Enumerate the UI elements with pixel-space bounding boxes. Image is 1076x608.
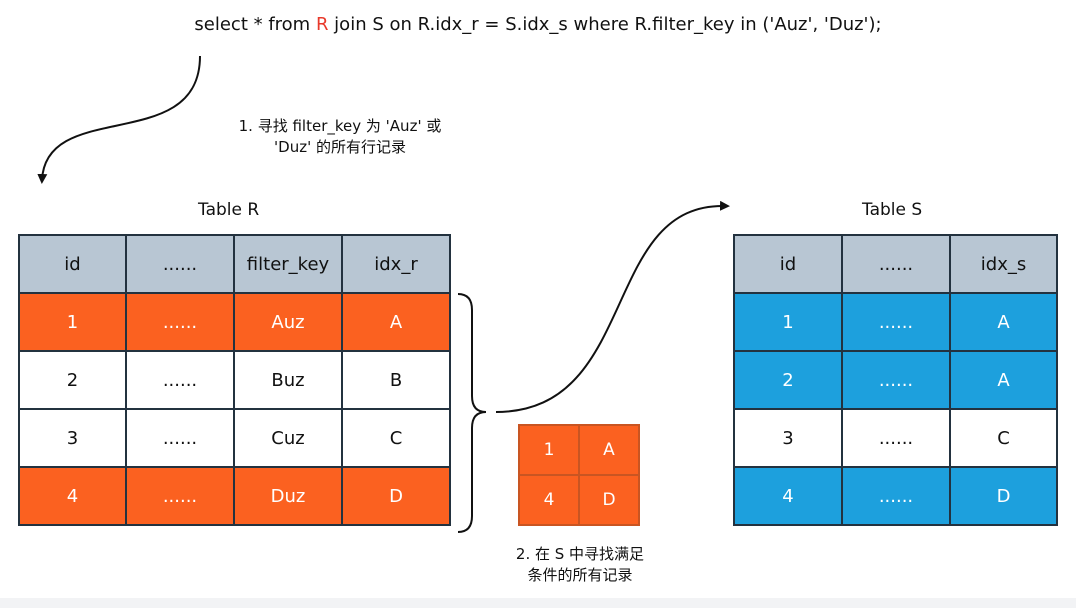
table-r-cell: Buz (233, 350, 343, 410)
table-s-header-cell: ...... (841, 234, 951, 294)
table-r-cell: ...... (125, 466, 235, 526)
table-r-cell: ...... (125, 350, 235, 410)
table-s-row: 2......A (733, 350, 1058, 410)
result-cell: 1 (518, 424, 580, 476)
step-2-note: 2. 在 S 中寻找满足 条件的所有记录 (515, 545, 645, 584)
table-s-row: 3......C (733, 408, 1058, 468)
table-r-cell: ...... (125, 408, 235, 468)
table-r-cell: 1 (18, 292, 127, 352)
table-r-header-cell: id (18, 234, 127, 294)
table-s-header-cell: idx_s (949, 234, 1058, 294)
table-r-cell: 2 (18, 350, 127, 410)
result-cell: A (578, 424, 640, 476)
table-r-cell: A (341, 292, 451, 352)
table-s-cell: ...... (841, 350, 951, 410)
table-s-cell: 4 (733, 466, 843, 526)
bottom-band (0, 598, 1076, 608)
table-s-row: 4......D (733, 466, 1058, 526)
arrow-query-to-table-r (37, 55, 201, 184)
table-r-header-cell: filter_key (233, 234, 343, 294)
table-r-cell: Auz (233, 292, 343, 352)
table-r-cell: B (341, 350, 451, 410)
table-s-title: Table S (862, 200, 923, 220)
step-1-note: 1. 寻找 filter_key 为 'Auz' 或 'Duz' 的所有行记录 (238, 117, 442, 156)
table-s-cell: A (949, 292, 1058, 352)
table-s-cell: ...... (841, 466, 951, 526)
table-s-cell: D (949, 466, 1058, 526)
right-brace (457, 293, 487, 533)
table-r-cell: 3 (18, 408, 127, 468)
table-r-cell: 4 (18, 466, 127, 526)
table-s-header-row: id......idx_s (733, 234, 1058, 294)
table-r-cell: D (341, 466, 451, 526)
table-s-cell: 3 (733, 408, 843, 468)
table-r-cell: Cuz (233, 408, 343, 468)
table-r-header-cell: idx_r (341, 234, 451, 294)
table-s-cell: ...... (841, 408, 951, 468)
table-s-cell: 2 (733, 350, 843, 410)
result-cell: D (578, 474, 640, 526)
table-r-title: Table R (198, 200, 260, 220)
table-s-cell: C (949, 408, 1058, 468)
table-s-cell: 1 (733, 292, 843, 352)
query-prefix: select * from (194, 14, 316, 35)
table-s-row: 1......A (733, 292, 1058, 352)
table-r-cell: C (341, 408, 451, 468)
arrow-brace-to-table-s (495, 200, 730, 413)
query-table-r-highlight: R (315, 14, 329, 35)
table-r-header-cell: ...... (125, 234, 235, 294)
table-r-cell: ...... (125, 292, 235, 352)
table-s-header-cell: id (733, 234, 843, 294)
table-s-cell: A (949, 350, 1058, 410)
result-cell: 4 (518, 474, 580, 526)
sql-query: select * from R join S on R.idx_r = S.id… (0, 14, 1076, 35)
table-s-cell: ...... (841, 292, 951, 352)
table-r-cell: Duz (233, 466, 343, 526)
query-suffix: join S on R.idx_r = S.idx_s where R.filt… (328, 14, 882, 35)
